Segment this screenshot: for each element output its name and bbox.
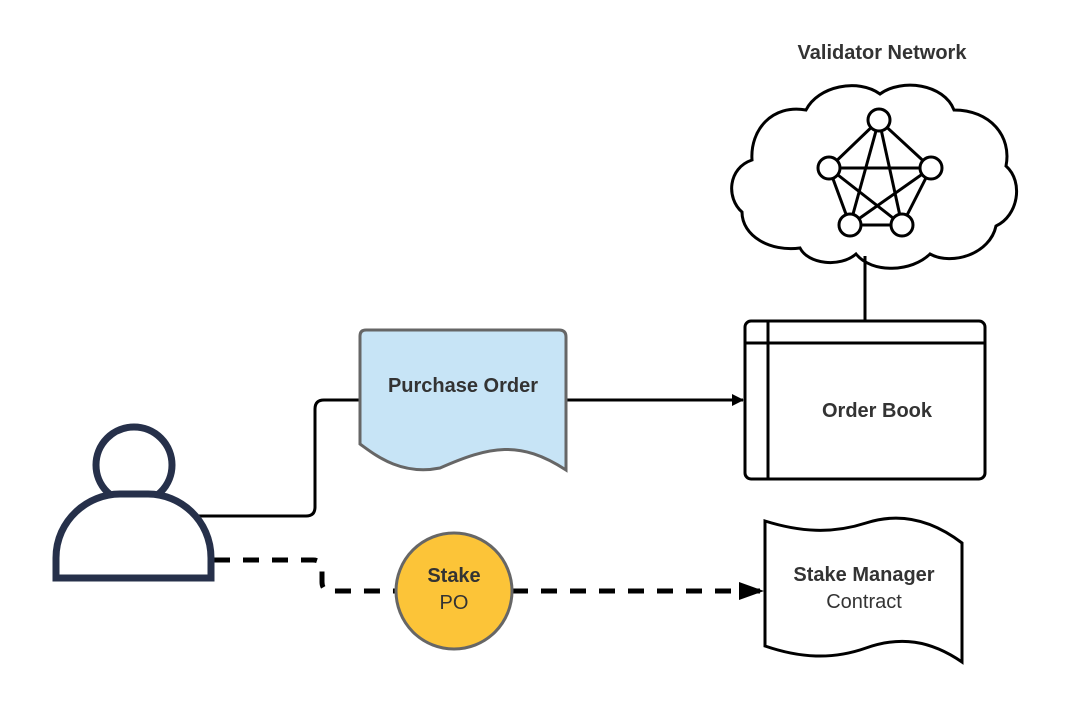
- stake-manager-label: Stake Manager: [793, 564, 934, 586]
- purchase-order-label: Purchase Order: [388, 375, 538, 397]
- stake-po-label: PO: [440, 592, 469, 614]
- order-book-node[interactable]: Order Book: [743, 319, 987, 481]
- stake-manager-node[interactable]: Stake Manager Contract: [763, 516, 964, 665]
- stake-manager-sublabel: Contract: [826, 591, 902, 613]
- user-to-stake-connector: [214, 557, 396, 594]
- stake-arrowhead: [739, 582, 764, 600]
- user-to-po-connector: [188, 398, 360, 518]
- order-book-label: Order Book: [822, 400, 933, 422]
- stake-label: Stake: [427, 565, 480, 587]
- cloud-icon: [730, 83, 1019, 270]
- network-graph-icon: [816, 107, 944, 238]
- stake-po-node[interactable]: Stake PO: [394, 531, 514, 651]
- user-icon[interactable]: [52, 423, 215, 582]
- purchase-order-node[interactable]: Purchase Order: [358, 328, 568, 473]
- validator-network-title: Validator Network: [798, 42, 968, 64]
